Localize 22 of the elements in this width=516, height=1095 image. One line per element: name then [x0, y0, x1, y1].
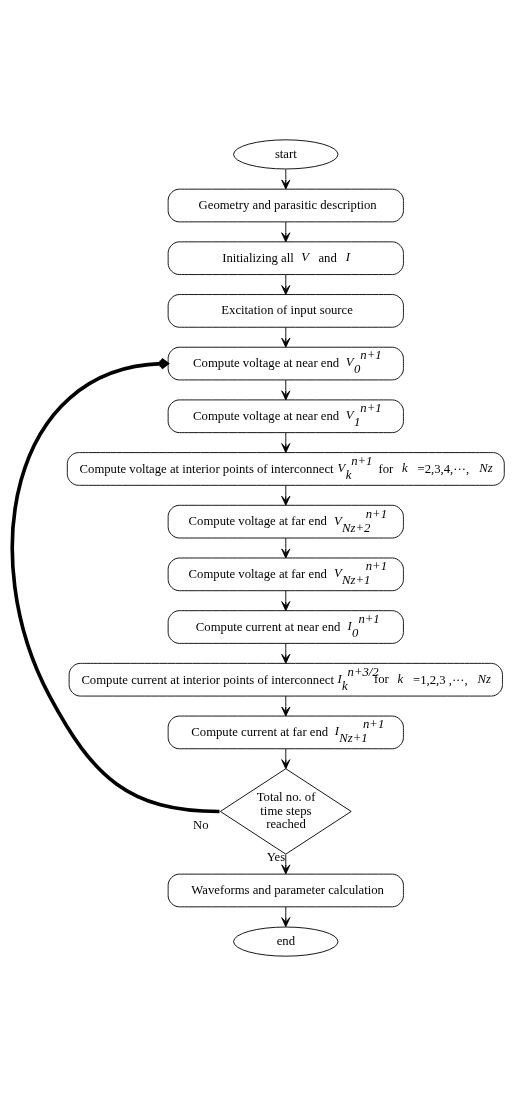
node-ellipse: start [233, 138, 339, 169]
arrow [281, 326, 291, 348]
arrow [281, 853, 291, 874]
arrow [281, 906, 291, 927]
arrow [10, 357, 220, 813]
node-box: Waveforms and parameter calculation [167, 873, 404, 907]
node-ellipse: end [233, 926, 339, 957]
arrow [281, 484, 291, 506]
arrow [281, 589, 291, 611]
arrow [281, 537, 291, 558]
arrow [281, 273, 291, 295]
arrow [281, 642, 291, 664]
node-box: Excitation of input source [167, 293, 404, 328]
node-box: Geometry and parasitic description [167, 188, 404, 222]
arrow [281, 748, 291, 769]
edge-label: No [193, 817, 209, 832]
node-box: Initializing all V and I [167, 240, 404, 275]
arrow [281, 431, 291, 453]
arrow [281, 695, 291, 716]
arrow [281, 221, 291, 242]
arrow [281, 168, 291, 189]
arrow [281, 379, 291, 400]
